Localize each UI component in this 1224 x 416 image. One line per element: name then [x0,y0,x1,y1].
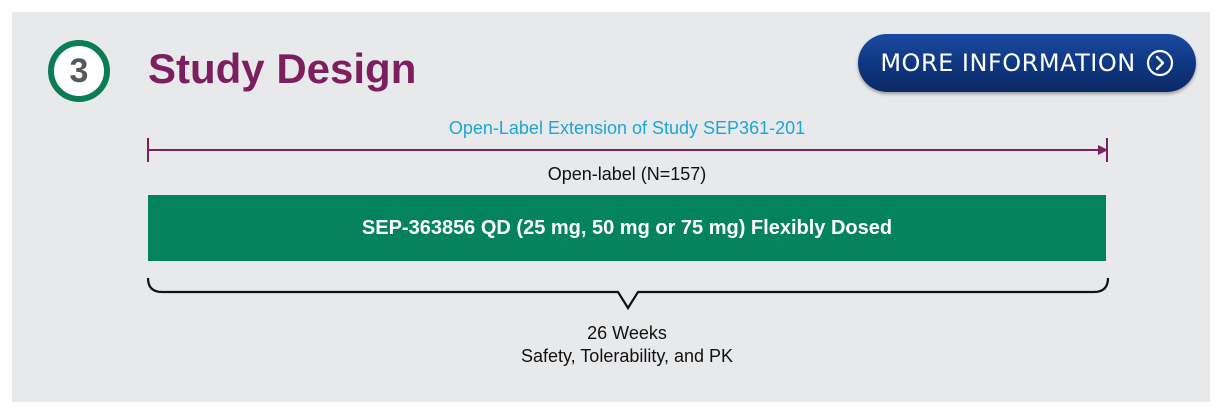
page-title: Study Design [148,45,417,92]
brace-path [146,277,1110,311]
step-number-badge: 3 [48,40,110,102]
open-label-timeline-arrow [147,138,1108,162]
timeline-arrowhead [1098,145,1108,155]
dose-bar-label: SEP-363856 QD (25 mg, 50 mg or 75 mg) Fl… [361,216,893,239]
open-label-count: Open-label (N=157) [547,164,707,184]
duration-brace [146,277,1110,311]
extension-label: Open-Label Extension of Study SEP361-201 [448,118,806,138]
more-information-button[interactable]: MORE INFORMATION [858,34,1196,92]
more-information-label: MORE INFORMATION [880,49,1136,77]
step-number: 3 [69,52,89,90]
endpoints-label: Safety, Tolerability, and PK [520,346,734,366]
duration-label: 26 Weeks [587,323,667,343]
dose-bar: SEP-363856 QD (25 mg, 50 mg or 75 mg) Fl… [148,195,1106,261]
duration-and-endpoints: 26 Weeks Safety, Tolerability, and PK [148,322,1106,368]
chevron-right-circle-icon [1146,49,1173,77]
